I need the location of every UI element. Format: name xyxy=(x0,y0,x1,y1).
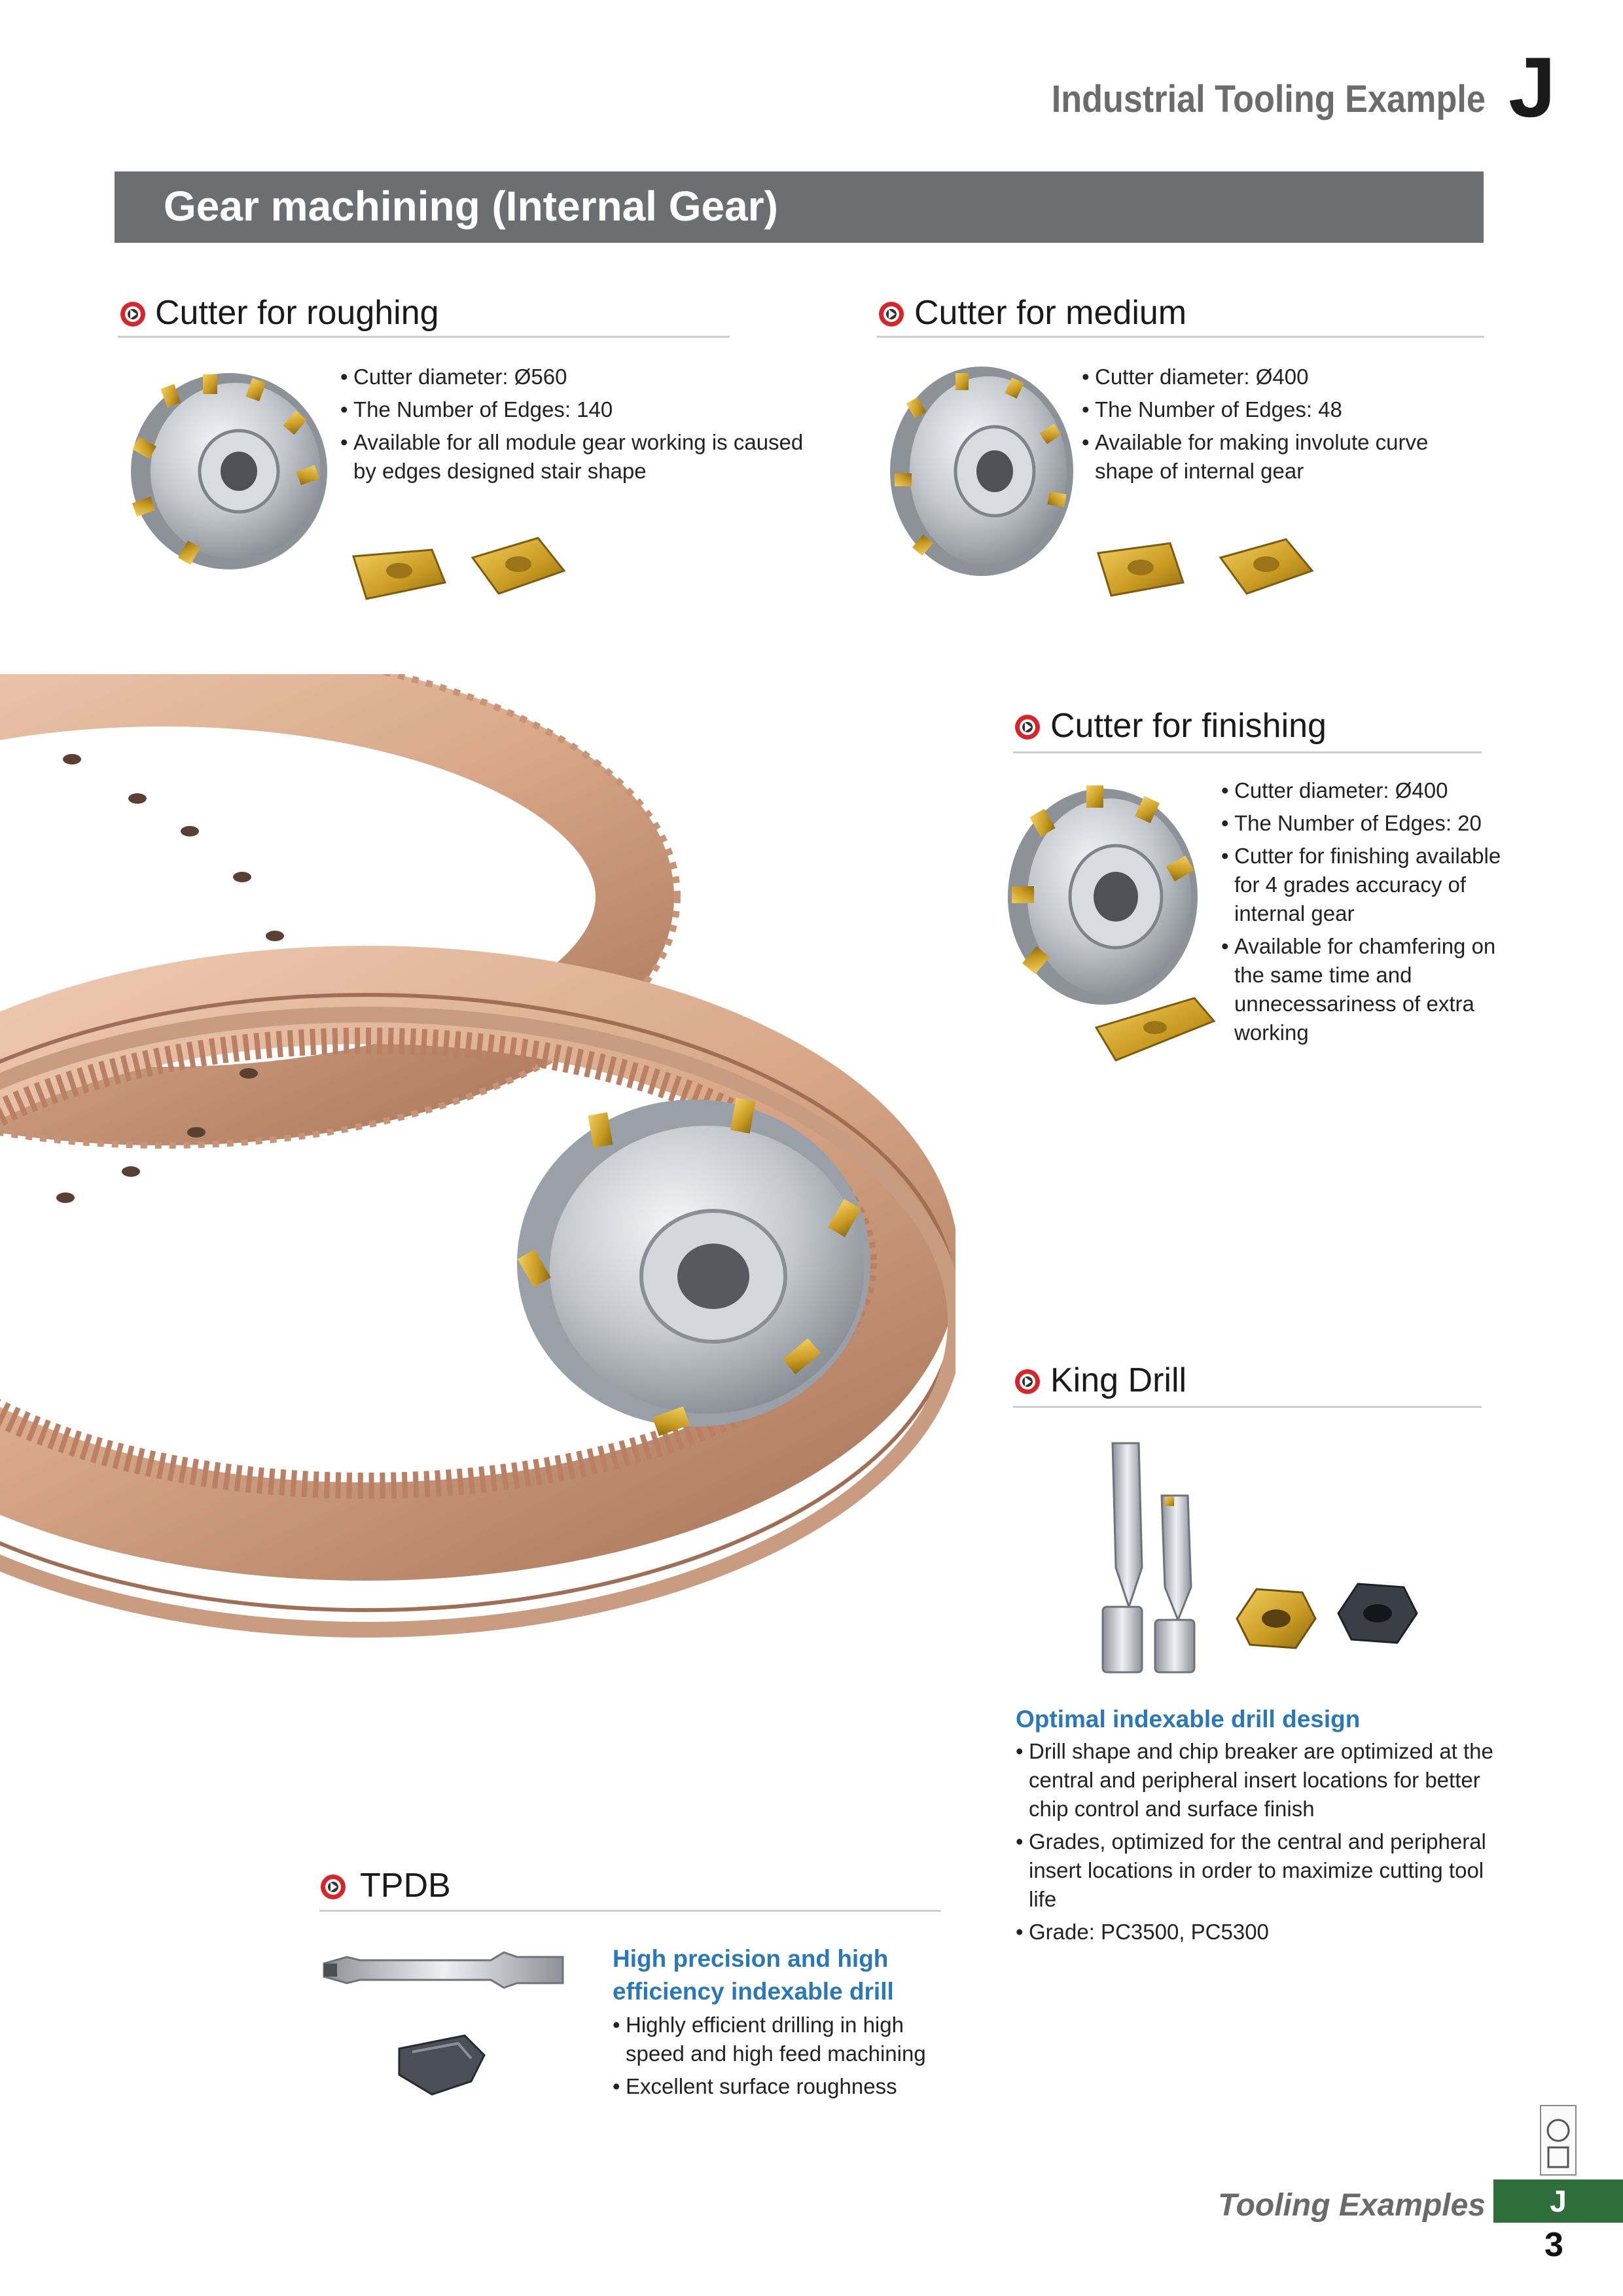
tpdb-divider xyxy=(319,1910,941,1912)
bullet-item: Available for all module gear working is… xyxy=(340,428,812,486)
tpdb-insert-image xyxy=(398,2034,486,2096)
bullet-item: Available for making involute curve shap… xyxy=(1082,428,1474,486)
finishing-divider xyxy=(1013,751,1482,753)
header-title: Industrial Tooling Example xyxy=(1051,78,1486,120)
section-bullet-icon xyxy=(120,302,145,327)
medium-cutter-image xyxy=(890,367,1073,576)
finishing-cutter-image xyxy=(1008,785,1198,1005)
tpdb-bullets: Highly efficient drilling in high speed … xyxy=(613,2011,966,2105)
bullet-item: Cutter diameter: Ø400 xyxy=(1221,776,1503,805)
roughing-bullets: Cutter diameter: Ø560 The Number of Edge… xyxy=(340,363,812,490)
bullet-item: Grade: PC3500, PC5300 xyxy=(1016,1918,1493,1946)
chapter-tab: J xyxy=(1493,2179,1623,2223)
medium-title: Cutter for medium xyxy=(914,294,1187,332)
kingdrill-subtitle: Optimal indexable drill design xyxy=(1016,1706,1361,1732)
finishing-insert-image xyxy=(1094,997,1216,1062)
bullet-item: The Number of Edges: 20 xyxy=(1221,809,1503,838)
roughing-cutter-image xyxy=(131,373,327,569)
roughing-insert-2-image xyxy=(471,537,566,595)
bullet-item: Grades, optimized for the central and pe… xyxy=(1016,1827,1493,1914)
section-bullet-icon xyxy=(321,1874,346,1899)
footer-label: Tooling Examples xyxy=(1218,2188,1486,2223)
tooling-thumbnail-icon xyxy=(1540,2105,1577,2176)
section-bullet-icon xyxy=(879,302,904,327)
king-drill-insert-dark-image xyxy=(1337,1583,1418,1644)
bullet-item: Available for chamfering on the same tim… xyxy=(1221,932,1503,1047)
king-drill-insert-gold-image xyxy=(1236,1588,1317,1649)
tpdb-subtitle: High precision and high efficiency index… xyxy=(613,1945,894,2005)
medium-divider xyxy=(877,336,1484,338)
finishing-bullets: Cutter diameter: Ø400 The Number of Edge… xyxy=(1221,776,1503,1051)
kingdrill-bullets: Drill shape and chip breaker are optimiz… xyxy=(1016,1737,1493,1950)
roughing-divider xyxy=(118,336,730,338)
kingdrill-divider xyxy=(1013,1406,1482,1408)
tpdb-drill-image xyxy=(323,1951,564,1989)
chapter-letter: J xyxy=(1508,39,1556,135)
bullet-item: Drill shape and chip breaker are optimiz… xyxy=(1016,1737,1493,1823)
bullet-item: Excellent surface roughness xyxy=(613,2072,966,2101)
page-number: 3 xyxy=(1544,2226,1563,2264)
section-banner xyxy=(115,171,1484,243)
medium-bullets: Cutter diameter: Ø400 The Number of Edge… xyxy=(1082,363,1474,490)
bullet-item: Cutter diameter: Ø560 xyxy=(340,363,812,391)
tpdb-title: TPDB xyxy=(360,1867,451,1905)
kingdrill-title: King Drill xyxy=(1050,1361,1187,1399)
section-bullet-icon xyxy=(1015,715,1040,740)
finishing-title: Cutter for finishing xyxy=(1050,707,1327,745)
bullet-item: The Number of Edges: 48 xyxy=(1082,395,1474,424)
medium-insert-1-image xyxy=(1097,542,1185,597)
section-bullet-icon xyxy=(1015,1369,1040,1394)
roughing-insert-1-image xyxy=(352,548,447,600)
internal-gear-image xyxy=(0,674,955,1638)
banner-title: Gear machining (Internal Gear) xyxy=(164,183,778,230)
medium-insert-2-image xyxy=(1219,538,1314,595)
roughing-title: Cutter for roughing xyxy=(155,294,439,332)
bullet-item: Highly efficient drilling in high speed … xyxy=(613,2011,966,2068)
king-drill-image xyxy=(1101,1442,1196,1674)
bullet-item: The Number of Edges: 140 xyxy=(340,395,812,424)
bullet-item: Cutter diameter: Ø400 xyxy=(1082,363,1474,391)
bullet-item: Cutter for finishing available for 4 gra… xyxy=(1221,842,1503,928)
